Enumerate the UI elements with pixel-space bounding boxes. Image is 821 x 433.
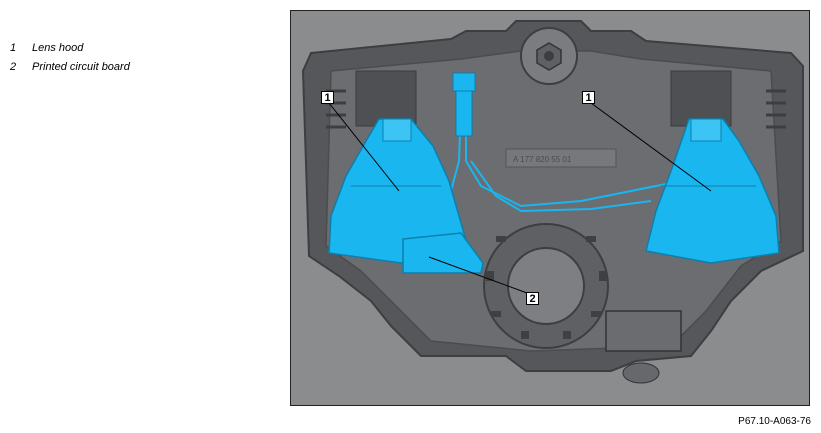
callout-circuit-board: 2: [526, 292, 539, 305]
illustration-svg: A 177 820 55 01: [301, 20, 804, 384]
callout-lens-hood-right: 1: [582, 91, 595, 104]
part-number-text: A 177 820 55 01: [513, 155, 572, 164]
leader-lines: [328, 102, 712, 294]
center-hole: [507, 247, 585, 325]
radial-slots: [486, 236, 607, 339]
bottom-connector: [605, 310, 682, 352]
top-connector: [452, 72, 476, 92]
lens-hood-right: [645, 118, 780, 264]
legend-label: Printed circuit board: [32, 60, 130, 73]
legend-number: 2: [10, 60, 17, 73]
legend-item: 1 Lens hood: [10, 38, 130, 57]
legend-label: Lens hood: [32, 41, 84, 54]
part-number-plate: [505, 148, 617, 168]
legend-number: 1: [10, 41, 17, 54]
callout-lens-hood-left: 1: [321, 91, 334, 104]
recess-right: [670, 70, 732, 127]
recess-left: [355, 70, 417, 127]
legend-item: 2 Printed circuit board: [10, 57, 130, 76]
circuit-board: [402, 232, 484, 274]
legend: 1 Lens hood 2 Printed circuit board: [10, 38, 130, 76]
technical-illustration: A 177 820 55 01: [290, 10, 810, 406]
figure-reference: P67.10-A063-76: [738, 416, 811, 427]
